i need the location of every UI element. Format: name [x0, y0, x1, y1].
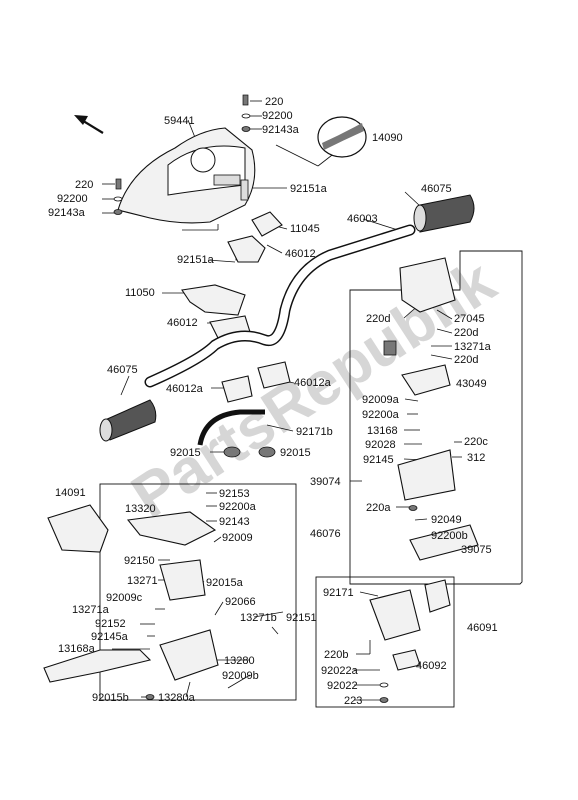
label-92143a: 92143a — [262, 124, 300, 136]
label-92009b: 92009b — [222, 670, 259, 682]
label-92022: 92022 — [327, 680, 358, 692]
label-13280a: 13280a — [158, 692, 196, 704]
label-92143: 92143 — [219, 516, 250, 528]
label-13320: 13320 — [125, 503, 156, 515]
lever-assembly-46076 — [43, 504, 219, 700]
label-220b: 220b — [324, 649, 348, 661]
label-46012a: 46012a — [294, 377, 332, 389]
label-92143a: 92143a — [48, 207, 86, 219]
throttle-case-39074 — [383, 257, 479, 561]
label-59441: 59441 — [164, 115, 195, 127]
label-92171b: 92171b — [296, 426, 333, 438]
label-92200: 92200 — [262, 110, 293, 122]
label-39075: 39075 — [461, 544, 492, 556]
label-13168a: 13168a — [58, 643, 96, 655]
label-46012: 46012 — [285, 248, 316, 260]
label-220a: 220a — [366, 502, 391, 514]
label-92145a: 92145a — [91, 631, 129, 643]
part-labels: 220 92200 92143a 59441 14090 220 92200 9… — [48, 96, 498, 707]
label-46092: 46092 — [416, 660, 447, 672]
label-92009a: 92009a — [362, 394, 400, 406]
label-92153: 92153 — [219, 488, 250, 500]
label-43049: 43049 — [456, 378, 487, 390]
label-92049: 92049 — [431, 514, 462, 526]
label-92150: 92150 — [124, 555, 155, 567]
label-92015: 92015 — [170, 447, 201, 459]
label-46075: 46075 — [421, 183, 452, 195]
label-13271b: 13271b — [240, 612, 277, 624]
label-92028: 92028 — [365, 439, 396, 451]
label-27045: 27045 — [454, 313, 485, 325]
label-92151: 92151 — [286, 612, 317, 624]
label-92015: 92015 — [280, 447, 311, 459]
label-312: 312 — [467, 452, 485, 464]
label-46076: 46076 — [310, 528, 341, 540]
label-13271a: 13271a — [454, 341, 492, 353]
label-13168: 13168 — [367, 425, 398, 437]
label-46003: 46003 — [347, 213, 378, 225]
switch-left-box — [315, 576, 455, 708]
lever-box — [99, 483, 297, 701]
label-92022a: 92022a — [321, 665, 359, 677]
label-14090: 14090 — [372, 132, 403, 144]
direction-arrow-icon — [74, 115, 104, 134]
emblem-14090 — [317, 116, 367, 158]
label-92200: 92200 — [57, 193, 88, 205]
label-13280: 13280 — [224, 655, 255, 667]
label-223: 223 — [344, 695, 362, 707]
label-46091: 46091 — [467, 622, 498, 634]
label-92015b: 92015b — [92, 692, 129, 704]
label-220d: 220d — [454, 354, 478, 366]
label-92009c: 92009c — [106, 592, 143, 604]
label-92145: 92145 — [363, 454, 394, 466]
label-92009: 92009 — [222, 532, 253, 544]
label-13271: 13271 — [127, 575, 158, 587]
label-46075: 46075 — [107, 364, 138, 376]
label-14091: 14091 — [55, 487, 86, 499]
switch-assembly-46091 — [369, 579, 451, 703]
label-220c: 220c — [464, 436, 488, 448]
label-220d: 220d — [454, 327, 478, 339]
label-92066: 92066 — [225, 596, 256, 608]
grip-left-46075 — [99, 399, 157, 442]
label-92200b: 92200b — [431, 530, 468, 542]
guard-92171b — [197, 409, 265, 446]
label-92151a: 92151a — [290, 183, 328, 195]
label-46012a: 46012a — [166, 383, 204, 395]
label-92015a: 92015a — [206, 577, 244, 589]
label-46012: 46012 — [167, 317, 198, 329]
label-92200a: 92200a — [219, 501, 257, 513]
meter-cover-59441 — [117, 127, 256, 224]
handlebar-holders — [181, 211, 291, 403]
label-220: 220 — [75, 179, 93, 191]
label-13271a: 13271a — [72, 604, 110, 616]
label-220: 220 — [265, 96, 283, 108]
label-220d: 220d — [366, 313, 390, 325]
label-92171: 92171 — [323, 587, 354, 599]
label-92152: 92152 — [95, 618, 126, 630]
grip-right-46075 — [413, 194, 475, 233]
label-92151a: 92151a — [177, 254, 215, 266]
label-11050: 11050 — [125, 287, 155, 299]
label-92200a: 92200a — [362, 409, 400, 421]
label-39074: 39074 — [310, 476, 341, 488]
label-11045: 11045 — [290, 223, 320, 235]
